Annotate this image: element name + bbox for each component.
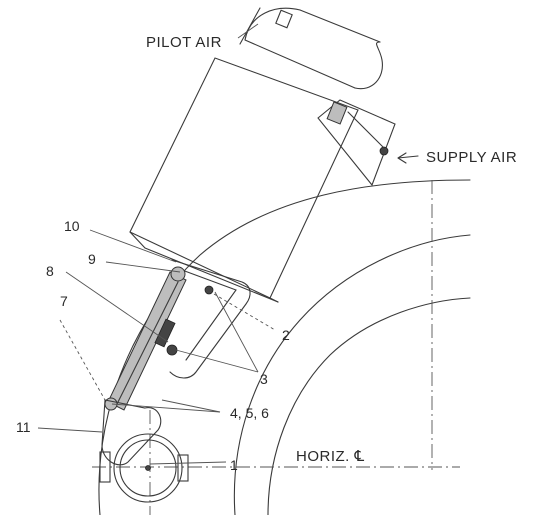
wheel-arcs [98,179,471,515]
callout-11: 11 [16,419,31,435]
pilot-air-label: PILOT AIR [146,34,222,51]
actuator-cylinder [129,57,359,303]
center-lines [59,180,460,515]
pilot-air-fitting [239,7,383,90]
callout-3: 3 [260,371,268,387]
callout-4-5-6: 4, 5, 6 [230,405,269,421]
callout-2: 2 [282,327,290,343]
linkage-arm [104,266,214,411]
callout-8: 8 [46,263,54,279]
lever-roller [99,399,189,503]
mounting-bracket [169,259,251,379]
callout-7: 7 [60,293,68,309]
callout-1: 1 [230,457,238,473]
leader-lines [37,23,276,465]
supply-air-label: SUPPLY AIR [426,149,517,166]
callout-9: 9 [88,251,96,267]
supply-air-block [317,99,419,187]
callout-10: 10 [64,218,80,234]
horiz-centerline-label: HORIZ. ℄ [296,448,365,465]
